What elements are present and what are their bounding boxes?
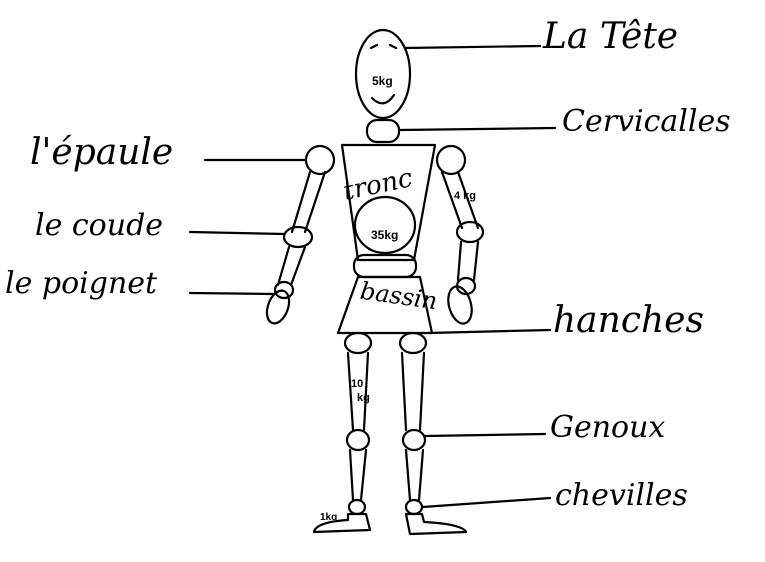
leader-head — [405, 46, 540, 48]
thigh-right — [402, 353, 424, 430]
ankle-right — [406, 500, 422, 514]
label-head: La Tête — [543, 16, 678, 57]
leader-wrist — [190, 293, 275, 294]
leader-knees — [425, 434, 545, 436]
shoulder-right — [437, 146, 465, 174]
pelvis-band — [354, 255, 416, 277]
weight-trunk: 35kg — [371, 228, 398, 242]
hip-left — [345, 333, 371, 353]
head-smile — [372, 95, 394, 103]
weight-head: 5kg — [372, 74, 393, 88]
head-brows — [371, 45, 396, 48]
forearm-left — [278, 247, 305, 285]
leader-elbow — [190, 232, 284, 234]
foot-right — [406, 514, 466, 534]
ankle-left — [349, 500, 365, 514]
neck-shape — [367, 120, 399, 142]
knee-right — [403, 430, 425, 450]
label-knees: Genoux — [550, 410, 665, 445]
hand-right — [444, 284, 475, 326]
knee-left — [347, 430, 369, 450]
forearm-right — [458, 242, 478, 280]
weight-leg-value: 10 — [351, 378, 363, 390]
leader-hips — [428, 330, 550, 333]
weight-leg-unit: kg — [357, 392, 370, 404]
label-hips: hanches — [553, 300, 704, 341]
shoulder-left — [306, 146, 334, 174]
shin-right — [406, 450, 423, 500]
weight-arm: 4 kg — [454, 190, 476, 202]
label-ankles: chevilles — [555, 478, 688, 513]
upper-arm-left — [292, 172, 325, 232]
label-shoulder: l'épaule — [30, 132, 173, 173]
shin-left — [350, 450, 366, 500]
belly-shape — [355, 197, 415, 253]
elbow-left — [284, 227, 312, 247]
elbow-right — [457, 222, 483, 242]
label-wrist: le poignet — [5, 266, 157, 301]
weight-foot: 1kg — [320, 512, 337, 523]
hip-right — [400, 333, 426, 353]
label-elbow: le coude — [35, 208, 163, 243]
leader-ankles — [423, 498, 550, 507]
leader-neck — [400, 128, 555, 130]
label-neck: Cervicalles — [562, 104, 731, 139]
